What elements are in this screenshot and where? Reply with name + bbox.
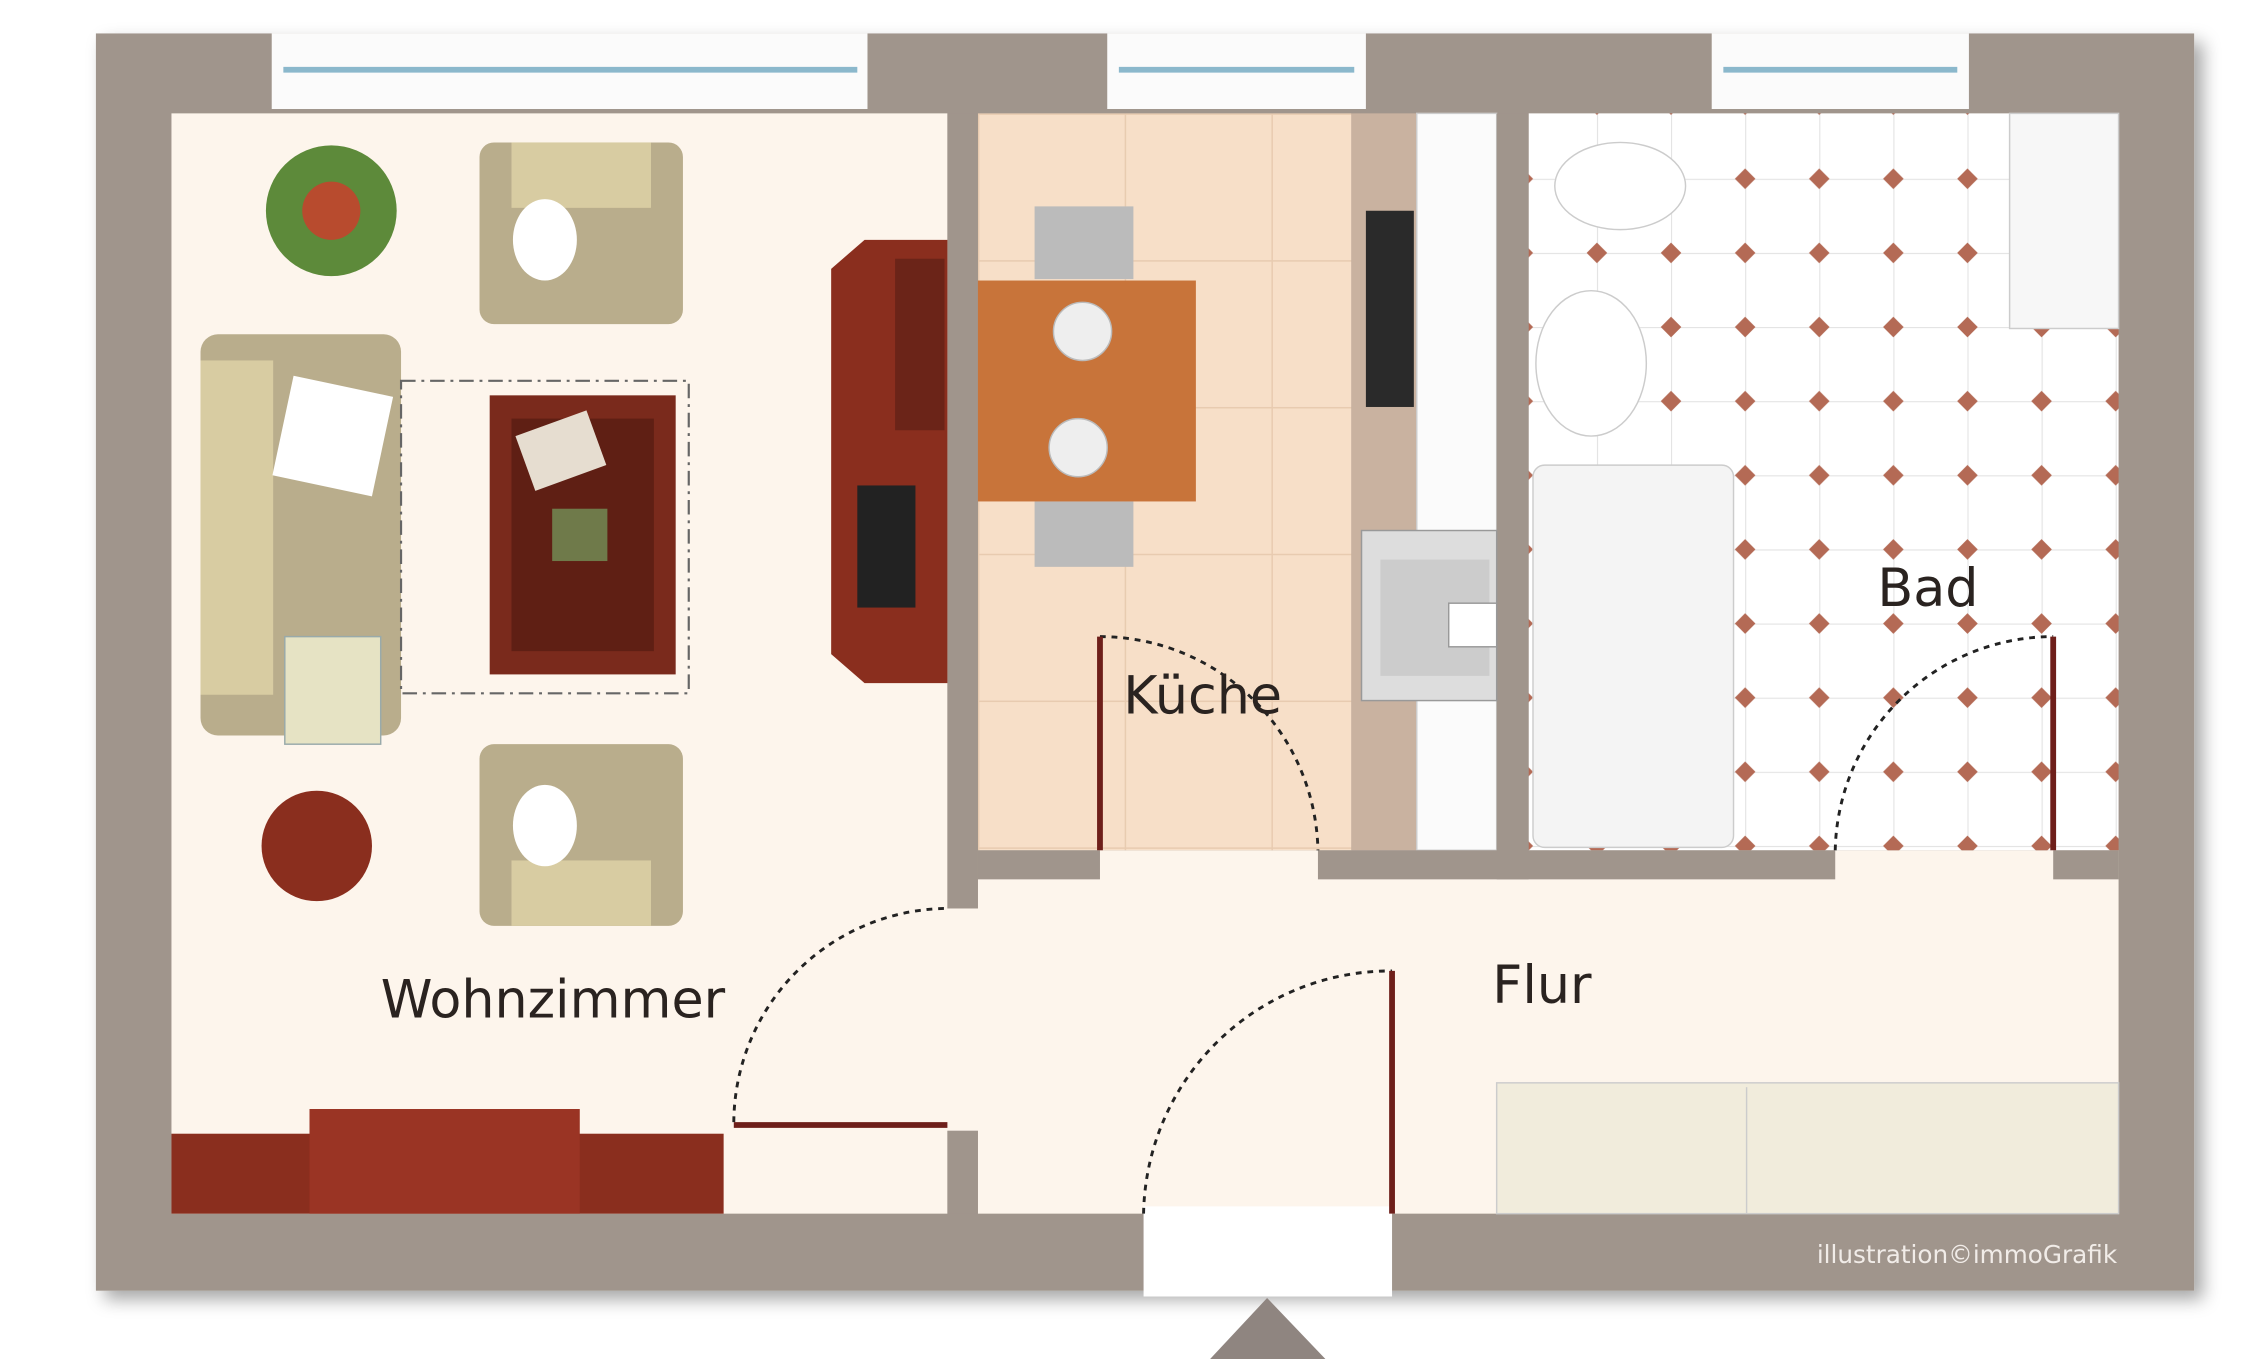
washbasin-icon xyxy=(1535,289,1648,437)
armchair-bottom xyxy=(479,744,683,926)
doors xyxy=(732,635,2054,1214)
plant-icon xyxy=(265,145,397,277)
dresser xyxy=(171,1109,724,1214)
room-label-bath: Bad xyxy=(1877,558,1978,619)
sofa xyxy=(200,334,402,745)
credit-text: illustration©immoGrafik xyxy=(1817,1240,2118,1269)
windows xyxy=(271,33,1969,110)
room-label-kitchen: Küche xyxy=(1123,666,1282,727)
door-leaves xyxy=(733,636,2057,1214)
washing-machine xyxy=(2008,112,2120,330)
room-label-hall: Flur xyxy=(1492,955,1592,1016)
living-hall-opening xyxy=(944,908,981,1131)
bathtub-icon xyxy=(1532,464,1735,849)
armchair-top xyxy=(479,142,683,325)
rug-outline xyxy=(399,379,690,695)
sink-icon xyxy=(1365,210,1414,407)
side-table xyxy=(261,790,372,902)
room-label-living: Wohnzimmer xyxy=(381,969,726,1030)
kitchen-cabinets xyxy=(1416,112,1498,852)
dining-table xyxy=(977,206,1196,567)
tv-sideboard xyxy=(831,239,948,684)
interior-walls xyxy=(947,113,2119,1214)
entrance-opening xyxy=(1143,1206,1393,1297)
wardrobe xyxy=(1495,1082,2120,1215)
toilet-icon xyxy=(1554,141,1687,231)
stove-icon xyxy=(1360,529,1498,702)
coffee-table xyxy=(489,395,676,675)
entrance-arrow-icon xyxy=(1210,1297,1326,1359)
